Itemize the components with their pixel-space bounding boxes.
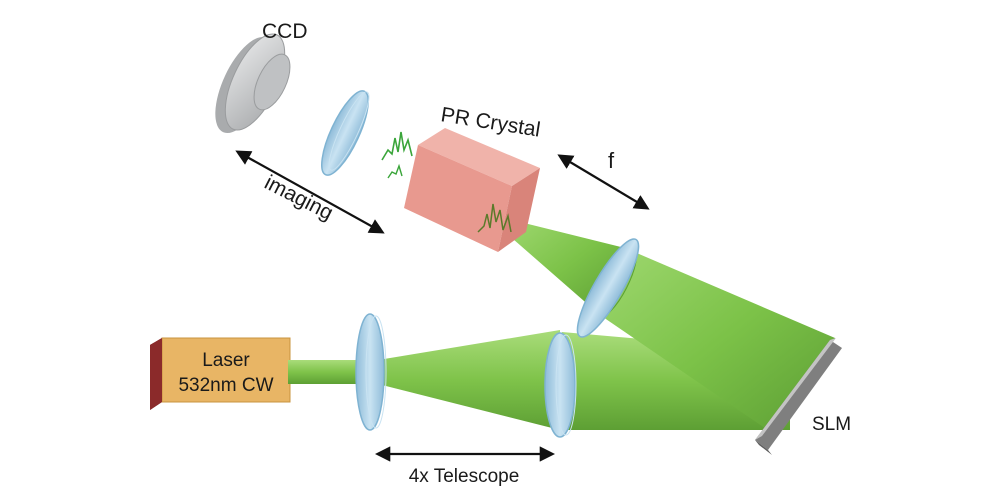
laser-label-line2: 532nm CW: [178, 375, 273, 396]
imaging-arrow: [235, 150, 385, 234]
ccd-label: CCD: [262, 20, 308, 43]
slm-device: [755, 338, 842, 455]
telescope-beam: [378, 330, 560, 430]
fourier-lens: [576, 238, 640, 338]
telescope-lens-2: [544, 332, 577, 438]
f-label: f: [608, 148, 615, 173]
imaging-label: imaging: [261, 171, 337, 225]
slm-label: SLM: [812, 414, 851, 435]
laser-label-line1: Laser: [202, 350, 250, 371]
telescope-label: 4x Telescope: [409, 466, 520, 487]
signal-waveform: [381, 131, 413, 179]
imaging-lens: [321, 90, 370, 176]
pr-crystal: [404, 128, 540, 252]
ccd-camera: [215, 33, 291, 134]
signal-trace-in-crystal: [477, 203, 512, 233]
telescope-lens-1: [355, 313, 387, 431]
laser-source: [150, 337, 291, 410]
focal-length-arrow: [557, 154, 650, 210]
